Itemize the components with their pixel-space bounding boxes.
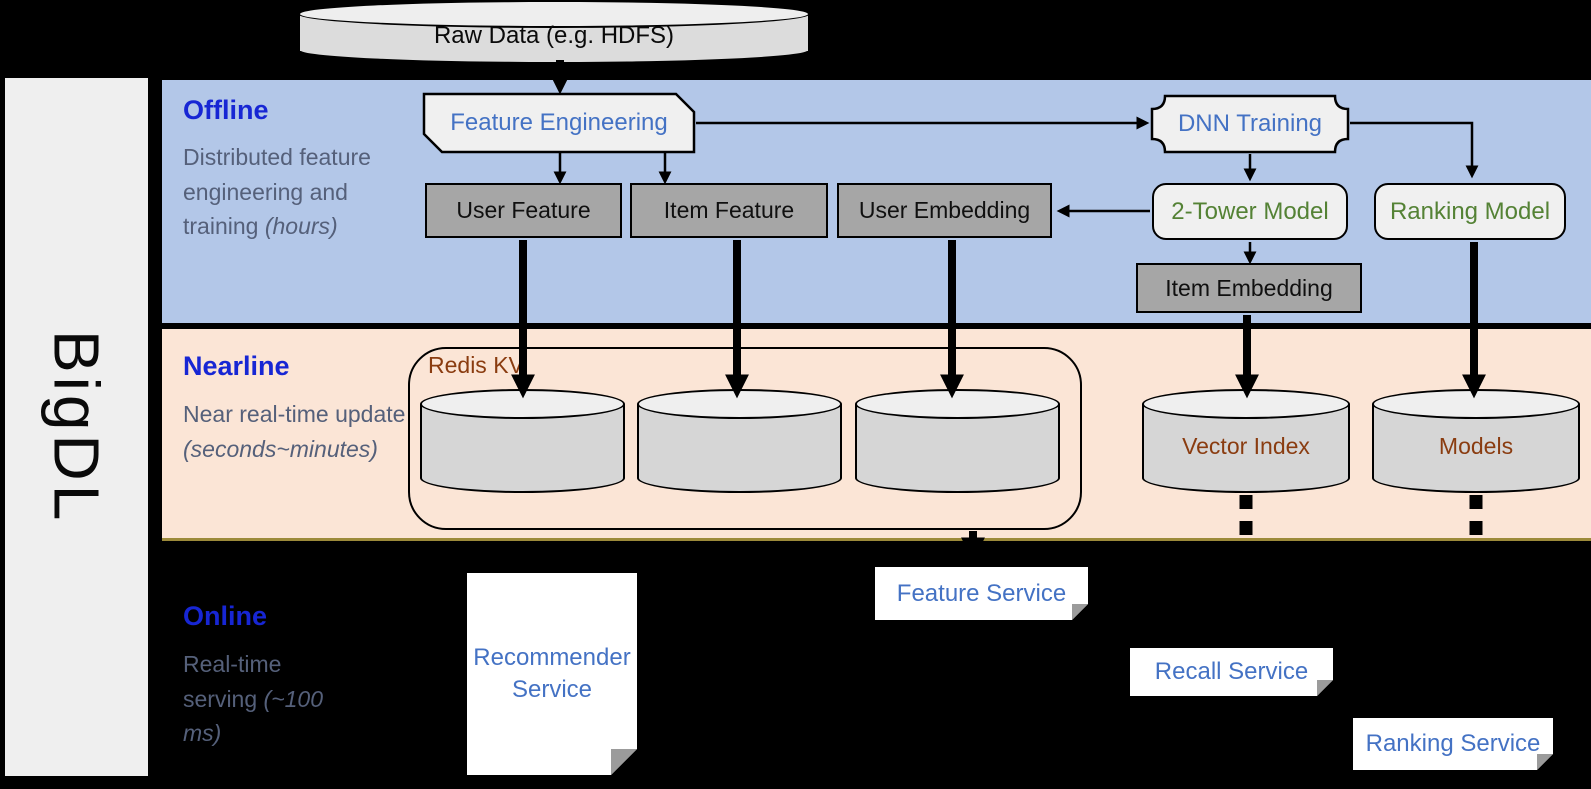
nearline-desc-time: (seconds~minutes) — [183, 435, 378, 462]
nearline-title: Nearline — [183, 351, 290, 381]
cylinder-top — [298, 0, 810, 28]
ranking-service-node: Ranking Service — [1353, 718, 1553, 770]
feature-service-label: Feature Service — [896, 579, 1067, 607]
redis-kv-label: Redis KV — [428, 352, 524, 378]
bigdl-sidebar: BigDL — [5, 78, 148, 776]
user-feature-node: User Feature — [425, 183, 622, 238]
cylinder-top — [637, 389, 842, 419]
redis-cylinder-1 — [420, 389, 625, 493]
vector-index-store: Vector Index — [1142, 389, 1350, 493]
two-tower-model-node: 2-Tower Model — [1152, 183, 1348, 240]
bigdl-label: BigDL — [40, 329, 113, 525]
recommender-service-label: Recommender Service — [473, 643, 631, 703]
cylinder-top — [1372, 389, 1580, 419]
item-feature-node: Item Feature — [630, 183, 828, 238]
models-store: Models — [1372, 389, 1580, 493]
recall-service-node: Recall Service — [1130, 648, 1333, 696]
offline-desc-text: Distributed feature engineering and trai… — [183, 144, 371, 239]
offline-desc-time: (hours) — [264, 213, 338, 239]
feature-engineering-node: Feature Engineering — [450, 109, 668, 136]
offline-desc: Distributed feature engineering and trai… — [183, 140, 383, 244]
online-desc-time: (~100 ms) — [183, 685, 324, 747]
cylinder-top — [855, 389, 1060, 419]
ranking-model-node: Ranking Model — [1374, 183, 1566, 240]
online-desc-text: Real-time serving — [183, 651, 282, 712]
feature-service-node: Feature Service — [875, 567, 1088, 620]
offline-title: Offline — [183, 95, 269, 125]
cylinder-top — [420, 389, 625, 419]
redis-kv-container — [408, 347, 1082, 530]
user-embedding-node: User Embedding — [837, 183, 1052, 238]
item-embedding-node: Item Embedding — [1136, 263, 1362, 313]
ranking-service-label: Ranking Service — [1365, 730, 1541, 757]
cylinder-top — [1142, 389, 1350, 419]
online-title: Online — [183, 601, 268, 631]
raw-data-store: Raw Data (e.g. HDFS) — [298, 0, 810, 64]
models-label: Models — [1438, 432, 1514, 459]
recall-service-label: Recall Service — [1154, 658, 1309, 685]
vector-index-label: Vector Index — [1182, 432, 1310, 459]
raw-data-label: Raw Data (e.g. HDFS) — [433, 22, 675, 49]
nearline-desc-text: Near real-time update — [183, 401, 406, 427]
recommender-service-node: Recommender Service — [467, 573, 637, 775]
dnn-training-node: DNN Training — [1177, 110, 1323, 137]
redis-cylinder-2 — [637, 389, 842, 493]
online-desc: Real-time serving (~100 ms) — [183, 647, 343, 751]
nearline-desc: Near real-time update (seconds~minutes) — [183, 397, 418, 466]
redis-cylinder-3 — [855, 389, 1060, 493]
